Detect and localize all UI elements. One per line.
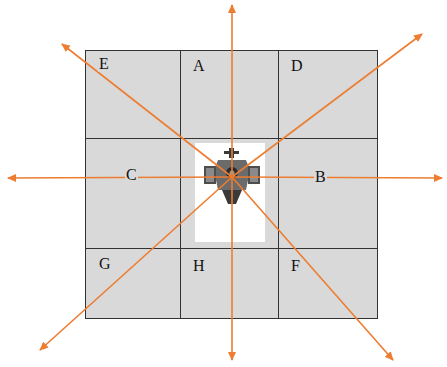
arrow-left bbox=[8, 177, 232, 178]
grid-cell: E bbox=[85, 50, 180, 138]
cell-letter: B bbox=[314, 169, 327, 185]
grid-cell: A bbox=[180, 50, 278, 138]
arrow-up-right bbox=[232, 34, 422, 177]
arrow-down bbox=[231, 177, 233, 360]
grid-cell: H bbox=[180, 248, 278, 318]
arrow-up-left bbox=[62, 44, 232, 177]
arrow-down-right bbox=[232, 177, 393, 360]
cell-letter: H bbox=[192, 258, 206, 274]
arrow-right bbox=[232, 177, 442, 178]
grid-cell: B bbox=[278, 138, 377, 248]
cell-letter: F bbox=[290, 258, 301, 274]
center-square bbox=[195, 143, 265, 242]
grid-cell: G bbox=[85, 248, 180, 318]
grid-cell: C bbox=[85, 138, 180, 248]
grid-cell: D bbox=[278, 50, 377, 138]
cell-letter: C bbox=[125, 167, 138, 183]
cell-letter: E bbox=[98, 56, 110, 72]
grid-cell: F bbox=[278, 248, 377, 318]
cell-letter: A bbox=[192, 58, 206, 74]
arrow-down-left bbox=[40, 177, 232, 350]
cell-letter: G bbox=[98, 256, 112, 272]
cell-letter: D bbox=[290, 58, 304, 74]
arrow-up bbox=[231, 5, 233, 177]
